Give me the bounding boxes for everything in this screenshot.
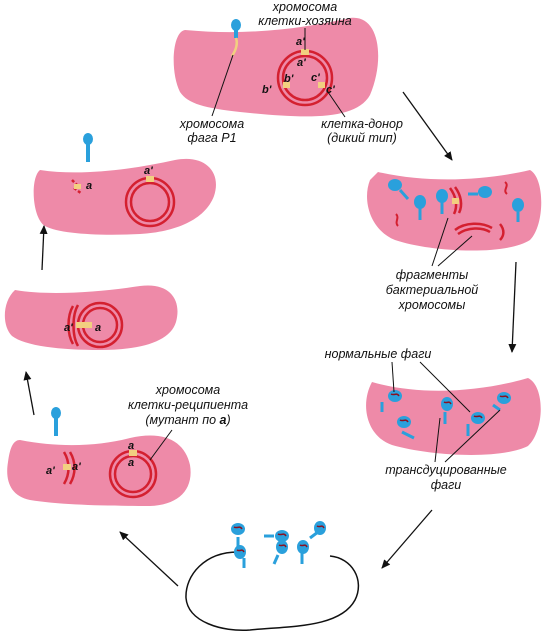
donor-marker-b-prime-outer: b' (262, 84, 272, 96)
donor-marker-c-prime: c' (311, 72, 320, 84)
transductant-marker-a: a (86, 180, 92, 192)
recipient-marker-a-1: a (128, 440, 134, 452)
arrow-recipient-to-recombination (23, 371, 35, 416)
arrow-recombination-to-transductant (39, 225, 48, 271)
lysed-cell-outline (185, 551, 360, 631)
recipient-label-2: клетки-реципиента (128, 398, 248, 412)
dna-fragment-5 (498, 223, 505, 241)
recipient-marker-a-2: a (128, 457, 134, 469)
injected-gene (63, 464, 71, 470)
fragment-gene (452, 198, 459, 204)
dna-squiggle-1 (395, 213, 399, 227)
injected-fragment-2 (68, 451, 76, 485)
phage-in-cell-1 (388, 179, 410, 200)
donor-pointer (327, 91, 346, 118)
transductant-marker-a-prime: a' (144, 165, 153, 177)
donor-label-2: (дикий тип) (327, 131, 397, 145)
fragments-pointer-2 (437, 235, 473, 267)
released-phage-2 (264, 530, 289, 542)
transductant-chromosome (124, 176, 176, 228)
phage-in-cell-4 (512, 198, 524, 222)
released-fragment-gene (74, 184, 81, 189)
phage-cell (366, 378, 541, 455)
fragments-label-3: хромосомы (398, 298, 466, 312)
released-phage-5 (272, 540, 288, 565)
phage-chromosome-pointer (211, 54, 234, 117)
phage-on-transductant (83, 133, 93, 162)
dna-fragment-4 (457, 227, 491, 236)
released-phage-1 (231, 523, 245, 548)
phage-chromosome-label-2: фага P1 (187, 131, 236, 145)
normal-phage-3 (492, 392, 511, 412)
arrow-release-to-recipient (119, 531, 179, 587)
donor-marker-a-prime-2: a' (297, 57, 306, 69)
phage-in-cell-5 (436, 189, 448, 214)
host-chromosome (276, 49, 334, 107)
normal-phages-pointer-1 (391, 361, 395, 393)
transduced-label-2: фаги (431, 478, 462, 492)
phage-in-cell-3 (468, 186, 492, 198)
recipient-label-3-gene: a (220, 413, 227, 427)
donor-marker-a-prime-1: a' (296, 36, 305, 48)
recombination-marker-a-prime: a' (64, 322, 73, 334)
fragmented-cell (367, 170, 542, 251)
dna-squiggle-2 (504, 181, 508, 195)
recombination-cell-body (4, 285, 178, 350)
transduced-pointer-1 (434, 417, 441, 463)
recipient-chromosome (108, 449, 158, 499)
transduced-pointer-2 (444, 409, 501, 463)
recipient-label-3: (мутант по a) (145, 413, 230, 427)
arrow-phages-to-release (381, 509, 433, 569)
normal-phage-1 (380, 390, 402, 412)
recipient-marker-a-prime-1: a' (46, 465, 55, 477)
recipient-cell-body (7, 435, 191, 506)
recombining-chromosome (67, 301, 124, 349)
arrow-fragments-to-phages (508, 261, 517, 353)
fragments-label-1: фрагменты (396, 268, 468, 282)
transductant-cell: a a' (33, 133, 216, 235)
dna-fragment-2 (453, 186, 463, 214)
donor-label-1: клетка-донор (321, 117, 403, 131)
phage-cell-body (366, 378, 541, 455)
released-phage-6 (297, 540, 309, 564)
recipient-label-3-suffix: ) (224, 413, 230, 427)
recombination-marker-a: a (95, 322, 101, 334)
transductant-cell-body (33, 158, 216, 235)
phage-p1-in-donor (230, 19, 241, 57)
recipient-pointer (149, 429, 173, 461)
host-chromosome-label-2: клетки-хозяина (258, 14, 351, 28)
recipient-cell: a' a' a a (7, 407, 191, 506)
host-chromosome-label-1: хромосома (272, 0, 337, 14)
fragments-pointer-1 (431, 217, 449, 267)
arrow-donor-to-fragments (402, 91, 453, 161)
recipient-label-1: хромосома (155, 383, 220, 397)
donor-marker-c-prime-outer: c' (326, 84, 335, 96)
donor-cell-body (173, 17, 379, 117)
transduced-phage-2 (466, 412, 485, 436)
phage-chromosome-label-1: хромосома (179, 117, 244, 131)
dna-fragment-3 (454, 222, 493, 232)
recipient-label-3-prefix: (мутант по (145, 413, 219, 427)
transduced-label-1: трансдуцированные (385, 463, 506, 477)
recombination-cell: a' a (4, 285, 178, 350)
normal-phages-pointer-2 (419, 361, 471, 413)
normal-phages-label: нормальные фаги (325, 347, 432, 361)
recipient-marker-a-prime-2: a' (72, 461, 81, 473)
released-phage-3 (309, 521, 326, 540)
released-phage-4 (234, 545, 246, 568)
phage-in-cell-2 (414, 195, 426, 220)
donor-marker-b-prime: b' (284, 73, 294, 85)
fragments-label-2: бактериальной (386, 283, 479, 297)
transduced-phage-1 (441, 397, 453, 424)
normal-phage-2 (397, 416, 415, 440)
donor-cell: a' a' b' b' c' c' (173, 17, 379, 117)
phage-on-recipient (51, 407, 61, 436)
